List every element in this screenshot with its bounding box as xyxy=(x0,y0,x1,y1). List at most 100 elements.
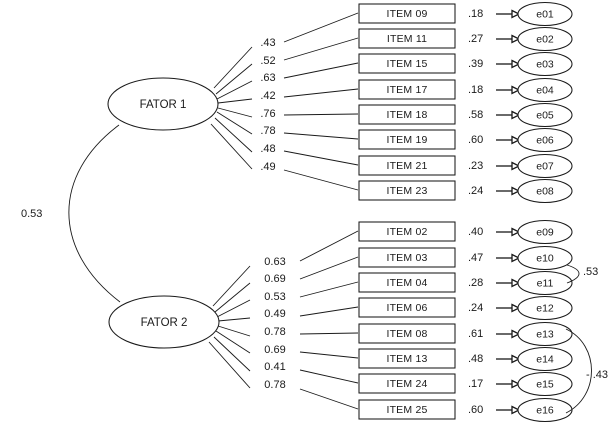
loading-label: .49 xyxy=(260,161,275,173)
error-term[interactable]: .48 e14 xyxy=(468,346,573,372)
error-label: e11 xyxy=(537,277,554,289)
residual-label: .23 xyxy=(468,160,483,172)
error-term[interactable]: .23 e07 xyxy=(468,153,573,179)
indicator-box[interactable]: ITEM 17 xyxy=(358,79,456,100)
residual-label: .27 xyxy=(468,33,483,45)
error-label: e16 xyxy=(536,404,554,416)
item-label: ITEM 13 xyxy=(386,353,427,365)
item-label: ITEM 18 xyxy=(386,109,427,121)
residual-label: .18 xyxy=(468,8,483,20)
error-term[interactable]: .60 e06 xyxy=(468,127,573,153)
error-label: e09 xyxy=(536,226,554,238)
factor2-indicator-boxes: ITEM 02 ITEM 03 ITEM 04 ITEM 06 ITEM 08 … xyxy=(358,221,456,420)
error-label: e01 xyxy=(536,8,554,20)
indicator-box[interactable]: ITEM 03 xyxy=(358,247,456,268)
item-label: ITEM 08 xyxy=(386,328,427,340)
error-label: e05 xyxy=(536,109,554,121)
factor-2-label: FATOR 2 xyxy=(141,317,188,329)
error-term[interactable]: .27 e02 xyxy=(468,26,573,52)
loading-label: .63 xyxy=(260,72,275,84)
loading-label: .43 xyxy=(260,37,275,49)
error-label: e06 xyxy=(536,134,554,146)
residual-label: .24 xyxy=(468,302,483,314)
residual-label: .60 xyxy=(468,404,483,416)
indicator-box[interactable]: ITEM 15 xyxy=(358,53,456,74)
indicator-box[interactable]: ITEM 06 xyxy=(358,297,456,318)
error-term[interactable]: .24 e12 xyxy=(468,295,573,321)
error-label: e10 xyxy=(536,252,554,264)
indicator-box[interactable]: ITEM 19 xyxy=(358,129,456,150)
indicator-box[interactable]: ITEM 09 xyxy=(358,3,456,24)
residual-label: .60 xyxy=(468,134,483,146)
error-term[interactable]: .40 e09 xyxy=(468,219,573,245)
error-label: e15 xyxy=(536,378,554,390)
error-term[interactable]: .60 e16 xyxy=(468,397,573,423)
loading-label: .78 xyxy=(260,125,275,137)
item-label: ITEM 25 xyxy=(386,404,427,416)
residual-label: .58 xyxy=(468,109,483,121)
factor1-loading-paths xyxy=(210,12,359,191)
residual-label: .39 xyxy=(468,58,483,70)
item-label: ITEM 24 xyxy=(386,378,427,390)
item-label: ITEM 11 xyxy=(387,33,427,45)
loading-label: 0.53 xyxy=(264,291,285,303)
item-label: ITEM 04 xyxy=(386,277,427,289)
loading-label: .48 xyxy=(260,143,275,155)
indicator-box[interactable]: ITEM 13 xyxy=(358,348,456,369)
error-label: e13 xyxy=(536,328,554,340)
factor-correlation: 0.53 xyxy=(21,124,121,303)
factor2-loading-labels: 0.63 0.69 0.53 0.49 0.78 0.69 0.41 0.78 xyxy=(264,256,285,391)
error-label: e02 xyxy=(536,33,554,45)
indicator-box[interactable]: ITEM 24 xyxy=(358,373,456,394)
loading-label: 0.78 xyxy=(264,379,285,391)
factor1-loading-labels: .43 .52 .63 .42 .76 .78 .48 .49 xyxy=(260,37,275,173)
factor-1-node[interactable]: FATOR 1 xyxy=(107,77,219,131)
factor-2-node[interactable]: FATOR 2 xyxy=(108,295,220,349)
error-term[interactable]: .61 e13 xyxy=(468,321,573,347)
indicator-box[interactable]: ITEM 23 xyxy=(358,180,456,201)
error-label: e03 xyxy=(536,58,554,70)
error-correlation-e10-e11: .53 xyxy=(566,264,598,284)
loading-label: 0.69 xyxy=(264,344,285,356)
item-label: ITEM 06 xyxy=(386,302,427,314)
error-term[interactable]: .18 e01 xyxy=(468,1,573,27)
error-term[interactable]: .24 e08 xyxy=(468,178,573,204)
residual-label: .28 xyxy=(468,277,483,289)
loading-label: 0.41 xyxy=(264,361,285,373)
factor1-indicator-boxes: ITEM 09 ITEM 11 ITEM 15 ITEM 17 ITEM 18 … xyxy=(358,3,456,201)
residual-label: .24 xyxy=(468,185,483,197)
item-label: ITEM 15 xyxy=(386,58,427,70)
residual-label: .61 xyxy=(468,328,483,340)
error-label: e07 xyxy=(536,160,554,172)
indicator-box[interactable]: ITEM 11 xyxy=(358,28,456,49)
item-label: ITEM 03 xyxy=(386,252,427,264)
error-term[interactable]: .58 e05 xyxy=(468,102,573,128)
indicator-box[interactable]: ITEM 18 xyxy=(358,104,456,125)
factor2-error-terms: .40 e09 .47 e10 .28 e11 .24 xyxy=(468,219,573,423)
indicator-box[interactable]: ITEM 02 xyxy=(358,221,456,242)
loading-label: 0.63 xyxy=(264,256,285,268)
error-label: e08 xyxy=(536,185,554,197)
error-term[interactable]: .28 e11 xyxy=(468,270,573,296)
item-label: ITEM 17 xyxy=(386,84,427,96)
item-label: ITEM 21 xyxy=(386,160,427,172)
indicator-box[interactable]: ITEM 21 xyxy=(358,155,456,176)
error-term[interactable]: .17 e15 xyxy=(468,371,573,397)
loading-label: .42 xyxy=(260,90,275,102)
indicator-box[interactable]: ITEM 04 xyxy=(358,272,456,293)
error-term[interactable]: .18 e04 xyxy=(468,77,573,103)
error-term[interactable]: .47 e10 xyxy=(468,245,573,271)
residual-label: .18 xyxy=(468,84,483,96)
residual-label: .47 xyxy=(468,252,483,264)
error-correlation-label: - .43 xyxy=(586,369,608,381)
indicator-box[interactable]: ITEM 08 xyxy=(358,323,456,344)
error-term[interactable]: .39 e03 xyxy=(468,51,573,77)
item-label: ITEM 23 xyxy=(386,185,427,197)
error-label: e12 xyxy=(536,302,554,314)
error-label: e14 xyxy=(536,353,554,365)
error-correlation-e13-e16: - .43 xyxy=(565,328,608,414)
error-label: e04 xyxy=(536,84,554,96)
indicator-box[interactable]: ITEM 25 xyxy=(358,399,456,420)
item-label: ITEM 02 xyxy=(386,226,427,238)
